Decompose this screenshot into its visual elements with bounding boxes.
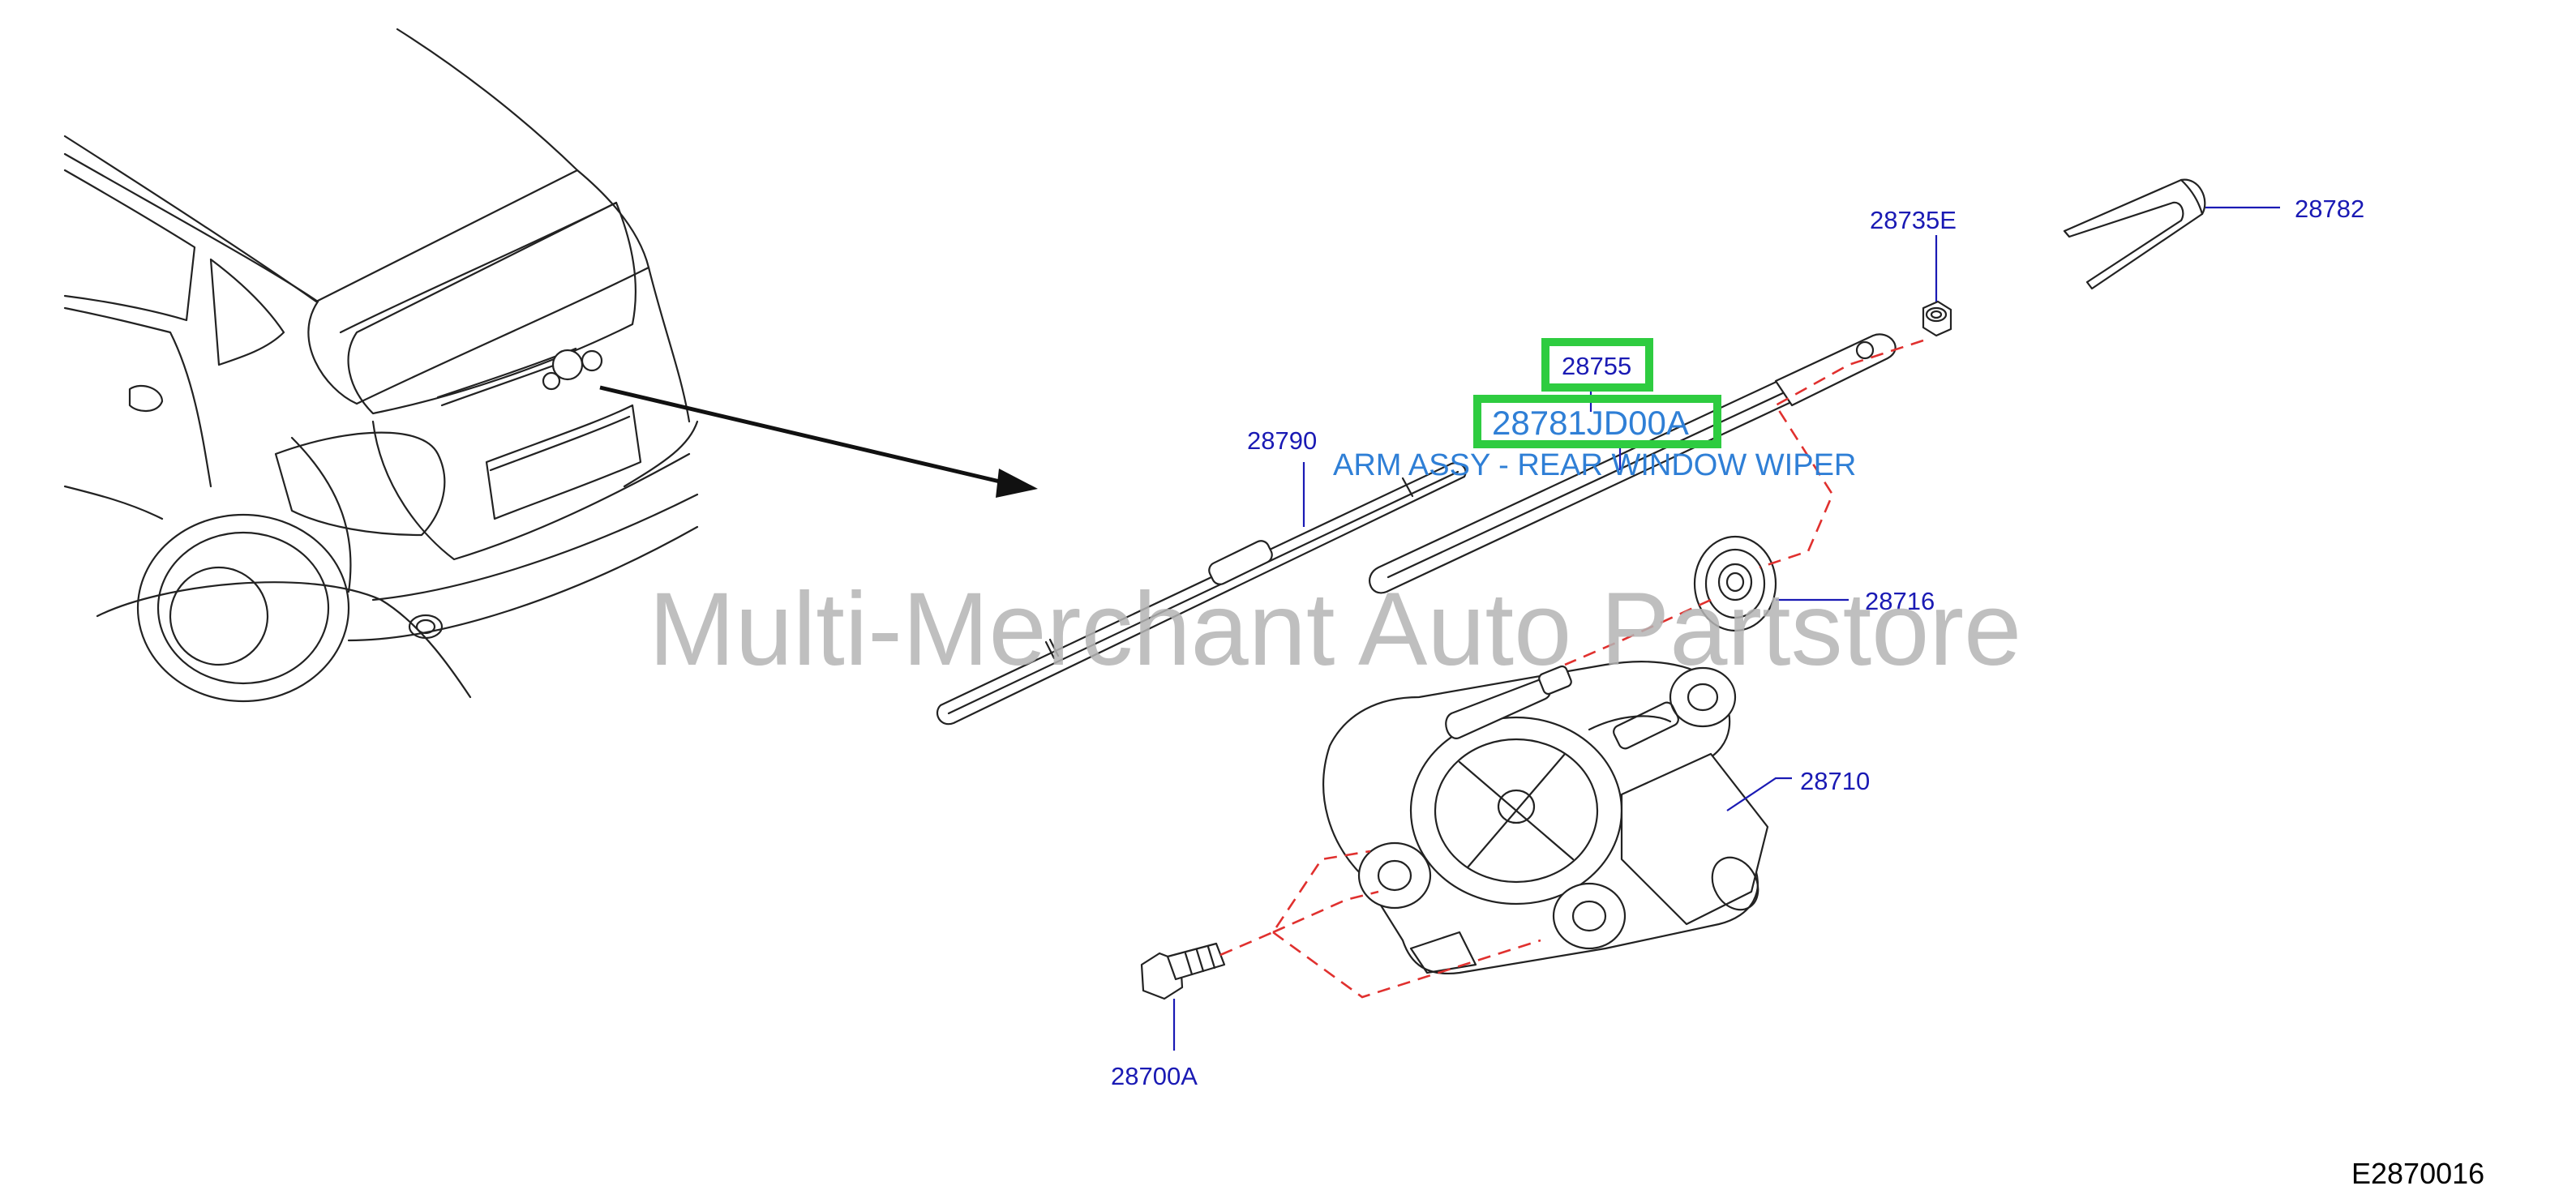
wiper-cap-icon <box>2063 178 2206 290</box>
pointer-arrow-icon <box>599 385 1038 498</box>
highlight-box-28781JD00A <box>1473 395 1721 448</box>
nut-icon <box>1922 300 1952 337</box>
car-rear-view-icon <box>63 28 699 703</box>
part-label-28782[interactable]: 28782 <box>2295 195 2364 223</box>
diagram-code: E2870016 <box>2351 1157 2484 1190</box>
part-label-28700A[interactable]: 28700A <box>1111 1062 1198 1090</box>
bolt-icon <box>1140 942 1226 1000</box>
wiper-blade-icon <box>936 462 1467 726</box>
part-label-28735E[interactable]: 28735E <box>1870 206 1957 234</box>
part-label-28790[interactable]: 28790 <box>1247 426 1317 455</box>
part-label-28781JD00A[interactable]: 28781JD00A <box>1492 404 1689 442</box>
part-description: ARM ASSY - REAR WINDOW WIPER <box>1333 448 1856 482</box>
assembly-dashed-lines <box>1219 339 1924 999</box>
wiper-motor-icon <box>1322 661 1769 975</box>
part-label-28716[interactable]: 28716 <box>1865 587 1935 615</box>
leader-lines <box>1172 206 2280 1051</box>
part-label-28710[interactable]: 28710 <box>1800 767 1870 795</box>
washer-icon <box>1693 535 1777 632</box>
highlight-box-28755 <box>1541 338 1653 392</box>
watermark: Multi-Merchant Auto Partstore <box>649 572 2021 687</box>
part-label-28755[interactable]: 28755 <box>1562 352 1631 380</box>
